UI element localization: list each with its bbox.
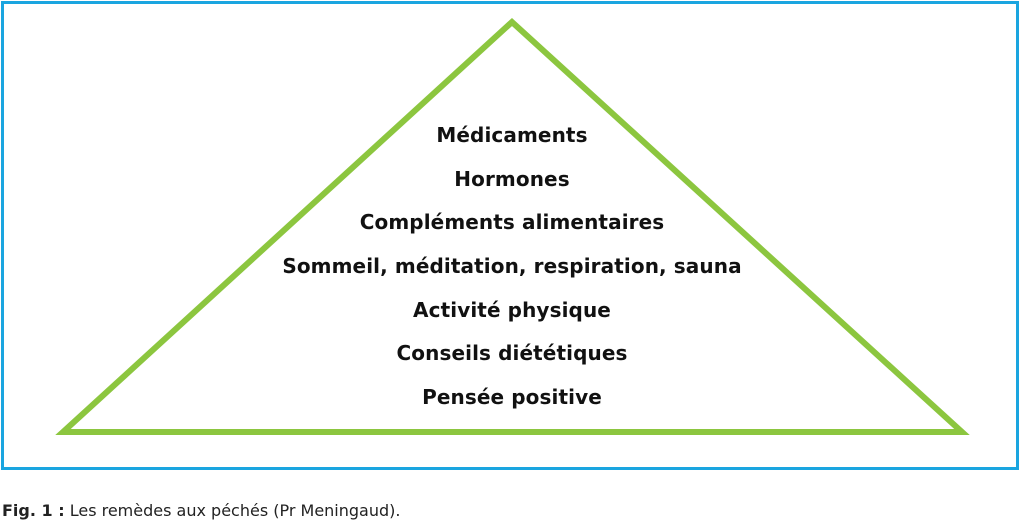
- pyramid-triangle: [55, 17, 970, 435]
- pyramid-levels: Médicaments Hormones Compléments aliment…: [0, 114, 1024, 420]
- pyramid-level-medicaments: Médicaments: [436, 123, 588, 147]
- figure-caption: Fig. 1 : Les remèdes aux péchés (Pr Meni…: [2, 501, 400, 520]
- pyramid-diagram: [55, 17, 970, 435]
- pyramid-level-complements: Compléments alimentaires: [359, 210, 665, 235]
- pyramid-level-conseils: Conseils diététiques: [396, 341, 628, 366]
- figure-caption-text: Les remèdes aux péchés (Pr Meningaud).: [64, 501, 401, 520]
- figure-frame: [1, 1, 1019, 470]
- figure-caption-label: Fig. 1 :: [2, 501, 65, 520]
- pyramid-level-sommeil: Sommeil, méditation, respiration, sauna: [282, 254, 742, 279]
- pyramid-level-activite: Activité physique: [413, 297, 611, 322]
- pyramid-level-pensee: Pensée positive: [422, 385, 602, 410]
- pyramid-level-hormones: Hormones: [454, 166, 570, 191]
